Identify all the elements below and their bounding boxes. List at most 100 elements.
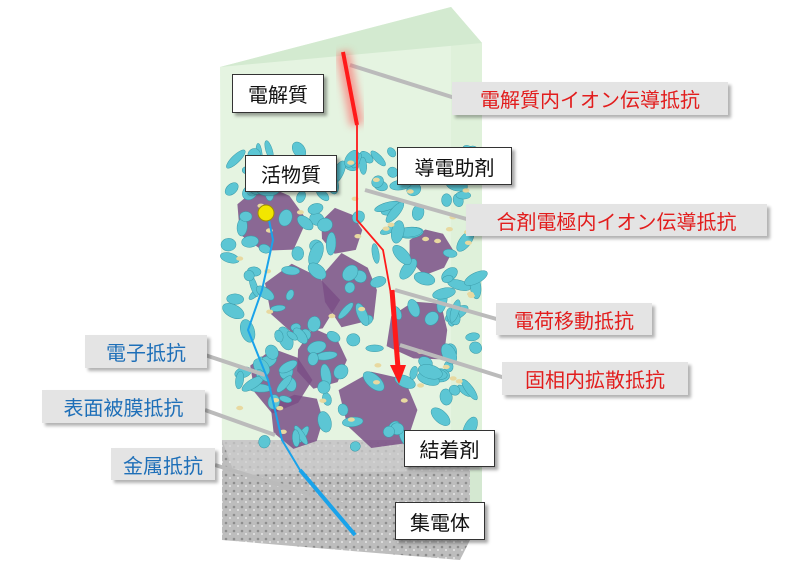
conductive-additive-particle <box>365 344 384 352</box>
conductive-additive-particle <box>278 209 293 227</box>
conductive-additive-particle <box>278 360 298 374</box>
conductive-additive-particle <box>307 340 327 355</box>
conductive-additive-particle <box>279 395 292 403</box>
binder-particle <box>449 376 457 381</box>
binder-particle <box>328 313 336 319</box>
electron-path <box>246 204 357 537</box>
conductive-additive-particle <box>333 364 349 380</box>
conductive-additive-particle <box>326 231 337 256</box>
binder-particle <box>373 380 380 385</box>
electrolyte-top <box>220 7 482 67</box>
conductive-additive-particle <box>370 276 387 288</box>
binder-particle <box>236 405 244 411</box>
conductive-additive-particle <box>342 416 364 428</box>
conductive-additive-particle <box>449 299 461 323</box>
conductive-additive-particle <box>338 302 354 320</box>
conductive-additive-particle <box>387 147 397 158</box>
binder-particle <box>467 293 475 298</box>
conductive-additive-particle <box>461 379 478 401</box>
conductive-additive-particle <box>382 425 395 438</box>
conductive-additive-particle <box>239 211 253 222</box>
conductive-additive-particle <box>439 388 453 406</box>
conductive-additive-particle <box>349 441 361 452</box>
conductive-additive-particle <box>226 149 246 169</box>
label-solid-diffusion-resistance: 固相内拡散抵抗 <box>502 362 688 395</box>
conductive-additive-particle <box>226 293 244 305</box>
conductive-additive-particle <box>442 248 458 258</box>
conductive-additive-particle <box>424 311 439 326</box>
conductive-additive-particle <box>326 330 341 343</box>
conductive-additive-particle <box>344 281 356 294</box>
binder-particle <box>406 189 414 194</box>
conductive-additive-particle <box>387 166 399 178</box>
conductive-additive-particle <box>465 332 480 342</box>
conductive-additive-particle <box>307 316 321 332</box>
binder-particle <box>319 398 327 403</box>
conductive-additive-particle <box>359 156 367 175</box>
conductive-additive-particle <box>297 215 314 231</box>
conductive-additive-particle <box>455 191 471 200</box>
label-charge-transfer-resistance: 電荷移動抵抗 <box>496 303 652 335</box>
ion-path <box>336 50 406 384</box>
conductive-additive-particle <box>281 265 301 276</box>
conductive-additive-particle <box>392 245 412 265</box>
binder-particle <box>462 188 470 193</box>
label-surface-film-resistance: 表面被膜抵抗 <box>42 390 205 423</box>
conductive-additive-particle <box>307 352 319 366</box>
conductive-additive-particle <box>224 182 239 196</box>
conductive-additive-particle <box>270 304 286 312</box>
conductive-additive-particle <box>285 289 295 301</box>
conductive-additive-particle <box>276 375 292 393</box>
electrode-particles <box>220 140 488 454</box>
ion-particle <box>257 204 275 222</box>
label-composite-ion-resistance: 合剤電極内イオン伝導抵抗 <box>466 204 767 236</box>
conductive-additive-particle <box>346 333 361 347</box>
active-material-particle <box>265 263 341 334</box>
binder-particle <box>417 383 425 388</box>
binder-particle <box>347 160 355 165</box>
binder-particle <box>387 222 395 227</box>
label-electronic-resistance: 電子抵抗 <box>85 335 207 368</box>
conductive-additive-particle <box>258 435 271 449</box>
conductive-additive-particle <box>307 203 324 215</box>
binder-particle <box>279 429 287 434</box>
binder-particle <box>372 177 380 182</box>
conductive-additive-particle <box>464 270 488 286</box>
binder-particle <box>434 238 442 244</box>
conductive-additive-particle <box>222 303 245 320</box>
conductive-additive-particle <box>337 403 349 416</box>
binder-particle <box>400 398 408 403</box>
conductive-additive-particle <box>307 262 327 280</box>
conductive-additive-particle <box>448 384 461 396</box>
binder-particle <box>422 236 430 242</box>
conductive-additive-particle <box>256 285 275 301</box>
binder-particle <box>266 309 274 314</box>
conductive-additive-particle <box>241 235 259 248</box>
binder-particle <box>296 210 304 215</box>
conductive-additive-particle <box>274 329 284 343</box>
binder-particle <box>236 256 244 261</box>
binder-particle <box>464 240 472 245</box>
conductive-additive-particle <box>407 299 421 318</box>
conductive-additive-particle <box>352 210 365 224</box>
leader-lines <box>204 63 506 507</box>
active-material-particle <box>270 394 323 449</box>
conductive-additive-particle <box>469 341 482 354</box>
conductive-additive-particle <box>317 411 332 433</box>
conductive-additive-particle <box>265 344 279 360</box>
active-material-particle <box>409 229 454 276</box>
label-conductive-additive: 導電助剤 <box>397 147 512 185</box>
conductive-additive-particle <box>441 193 452 207</box>
conductive-additive-particle <box>292 429 300 447</box>
binder-particle <box>455 379 463 384</box>
conductive-additive-particle <box>243 270 255 282</box>
conductive-additive-particle <box>413 271 436 286</box>
conductive-additive-particle <box>317 380 331 394</box>
conductive-additive-particle <box>390 220 405 244</box>
label-electrolyte: 電解質 <box>232 74 324 113</box>
conductive-additive-particle <box>399 258 418 280</box>
binder-particle <box>358 306 366 312</box>
conductive-additive-particle <box>286 331 298 341</box>
binder-particle <box>445 227 453 232</box>
